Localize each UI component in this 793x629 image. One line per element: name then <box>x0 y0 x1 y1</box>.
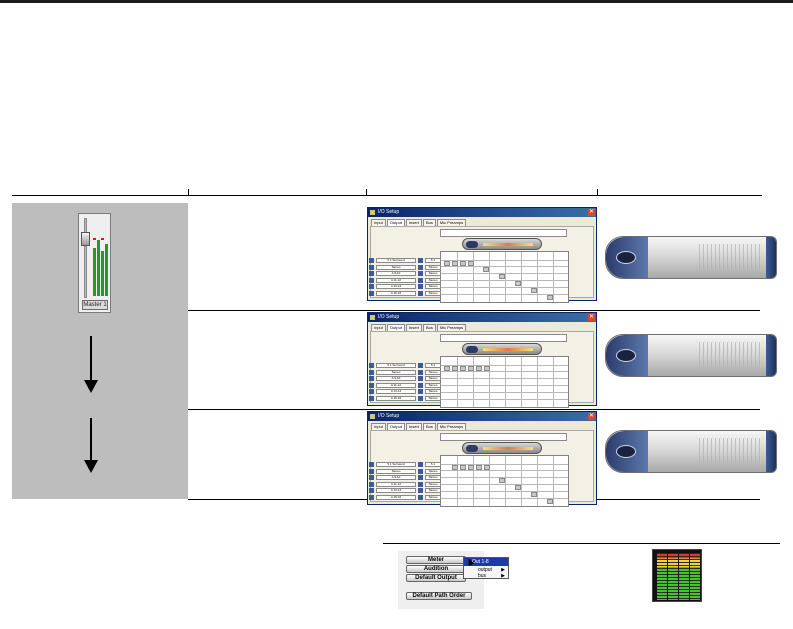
tab-mic-preamps[interactable]: Mic Preamps <box>437 423 466 430</box>
io-titlebar: I/O Setup ✕ <box>368 412 596 421</box>
io-title: I/O Setup <box>378 413 399 419</box>
io-ruler <box>440 334 567 342</box>
app-icon <box>370 210 375 215</box>
tab-bus[interactable]: Bus <box>423 324 436 331</box>
io-device-strip <box>462 343 542 355</box>
meter-peak <box>101 238 104 240</box>
tab-input[interactable]: Input <box>371 219 386 226</box>
logo-eye-icon <box>616 251 636 264</box>
app-icon <box>370 414 375 419</box>
routing-grid[interactable] <box>440 455 569 507</box>
column-tick <box>366 189 367 195</box>
close-icon[interactable]: ✕ <box>588 209 595 216</box>
tab-output[interactable]: Output <box>387 324 405 331</box>
tab-insert[interactable]: Insert <box>406 219 422 226</box>
tab-bus[interactable]: Bus <box>423 423 436 430</box>
default-path-order-select[interactable]: Default Path Order <box>406 592 472 600</box>
meter-peak <box>93 238 96 240</box>
meter-bar <box>105 244 108 296</box>
fader-cap[interactable] <box>81 232 90 246</box>
audio-interface-image <box>605 236 777 279</box>
meter-button[interactable]: Meter <box>406 556 466 564</box>
io-ruler <box>440 229 567 237</box>
io-device-strip <box>462 442 542 454</box>
arrow-head <box>84 460 98 473</box>
menu-section-rule <box>383 543 780 544</box>
table-header-rule <box>12 195 762 196</box>
meter-icon <box>652 549 702 602</box>
row-rule <box>188 409 760 410</box>
down-arrow-icon <box>90 336 92 382</box>
arrow-head <box>84 380 98 393</box>
audio-interface-image <box>605 334 777 377</box>
meter-bar <box>97 240 100 296</box>
fader-label: Master 1 <box>82 300 108 310</box>
close-icon[interactable]: ✕ <box>588 314 595 321</box>
io-tabs: Input Output Insert Bus Mic Preamps <box>371 423 467 430</box>
tab-bus[interactable]: Bus <box>423 219 436 226</box>
tab-input[interactable]: Input <box>371 324 386 331</box>
tab-mic-preamps[interactable]: Mic Preamps <box>437 324 466 331</box>
routing-grid[interactable] <box>440 251 569 303</box>
meter-bar <box>101 251 104 296</box>
audio-interface-image <box>605 430 777 473</box>
meter-bar <box>93 248 96 296</box>
row-rule <box>188 310 760 311</box>
down-arrow-icon <box>90 418 92 462</box>
io-device-strip <box>462 238 542 250</box>
top-rule <box>0 0 793 3</box>
popup-item-bus[interactable]: bus▶ <box>464 573 508 580</box>
master-fader[interactable]: Master 1 <box>78 213 111 313</box>
tab-insert[interactable]: Insert <box>406 324 422 331</box>
fader-track <box>84 218 87 298</box>
audition-button[interactable]: Audition <box>406 565 466 573</box>
column-tick <box>188 189 189 195</box>
routing-grid[interactable] <box>440 356 569 408</box>
io-tabs: Input Output Insert Bus Mic Preamps <box>371 324 467 331</box>
column-tick <box>597 189 598 195</box>
logo-eye-icon <box>616 445 636 458</box>
io-titlebar: I/O Setup ✕ <box>368 313 596 322</box>
io-tabs: Input Output Insert Bus Mic Preamps <box>371 219 467 226</box>
tab-output[interactable]: Output <box>387 219 405 226</box>
close-icon[interactable]: ✕ <box>588 413 595 420</box>
submenu-arrow-icon: ▶ <box>501 573 505 580</box>
app-icon <box>370 315 375 320</box>
tab-output[interactable]: Output <box>387 423 405 430</box>
io-title: I/O Setup <box>378 209 399 215</box>
tab-input[interactable]: Input <box>371 423 386 430</box>
io-title: I/O Setup <box>378 314 399 320</box>
tab-insert[interactable]: Insert <box>406 423 422 430</box>
io-ruler <box>440 433 567 441</box>
tab-mic-preamps[interactable]: Mic Preamps <box>437 219 466 226</box>
logo-eye-icon <box>616 349 636 362</box>
default-output-button[interactable]: Default Output <box>406 574 466 582</box>
io-titlebar: I/O Setup ✕ <box>368 208 596 217</box>
